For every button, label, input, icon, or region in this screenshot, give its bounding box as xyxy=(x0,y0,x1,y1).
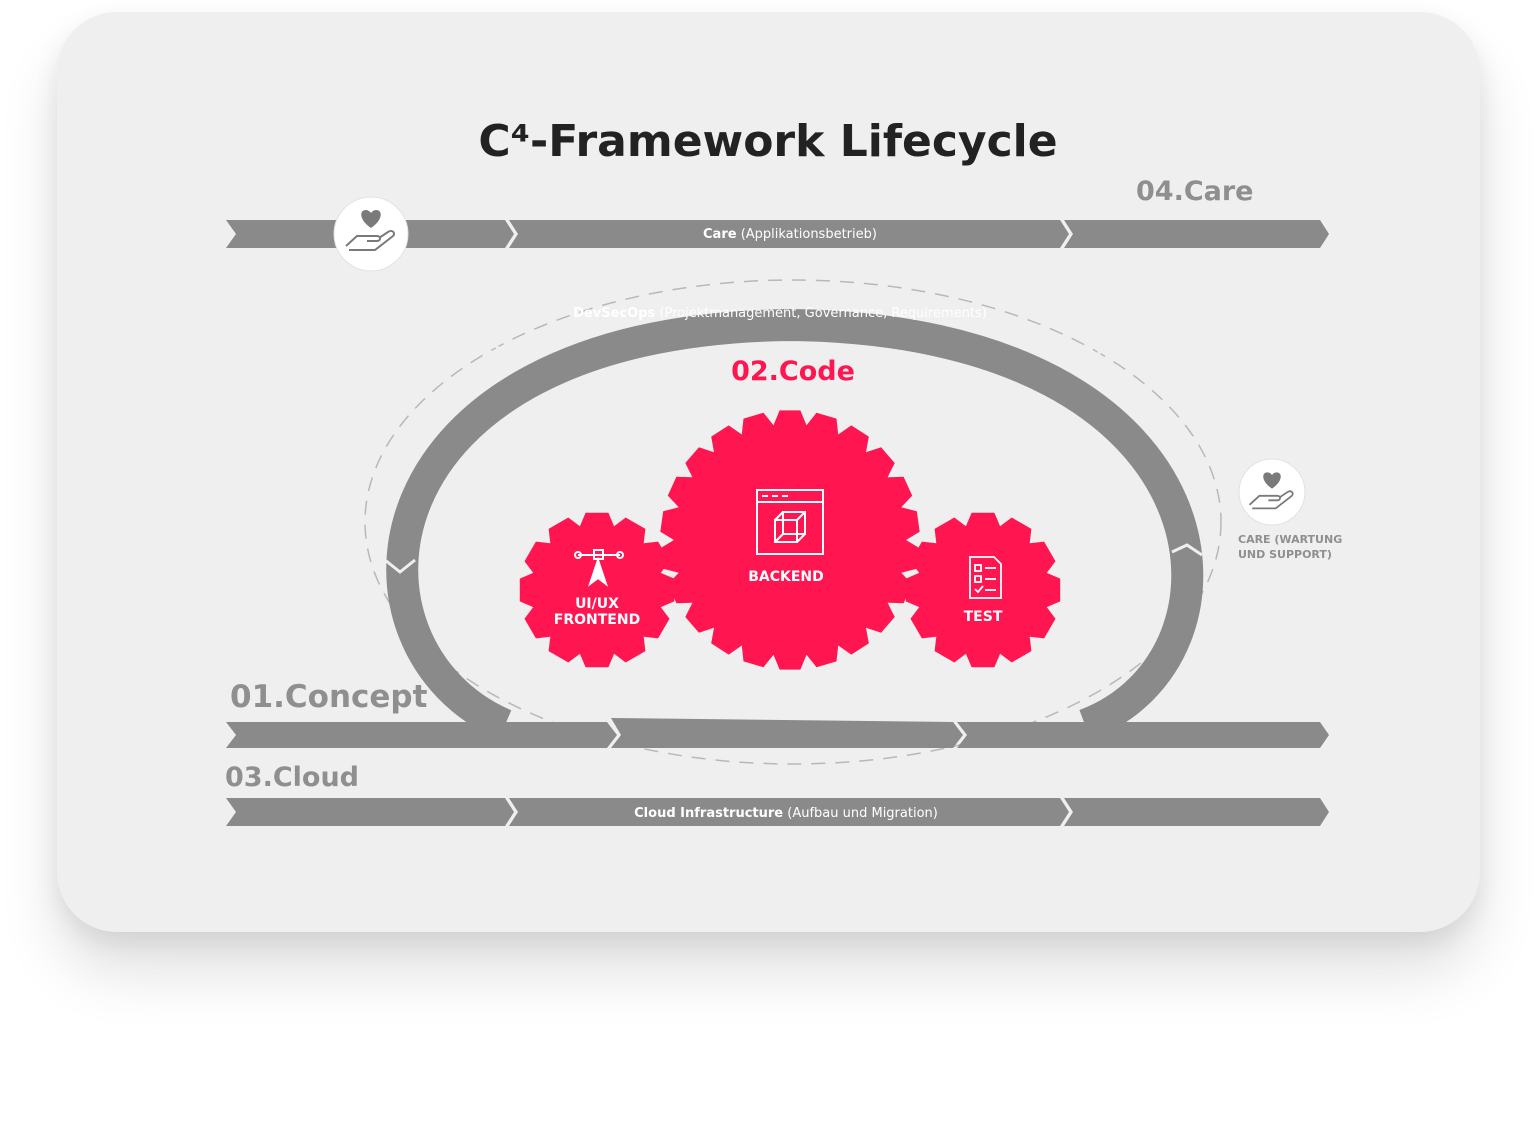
cube-window-icon xyxy=(756,489,824,555)
care-badge-line1: CARE (WARTUNG xyxy=(1238,533,1342,546)
vector-pen-icon xyxy=(574,549,624,587)
care-band-label: Care (Applikationsbetrieb) xyxy=(703,227,877,242)
gear-test-label: TEST xyxy=(964,609,1003,625)
care-badge-top xyxy=(333,196,409,272)
cloud-band xyxy=(226,798,1329,826)
gear-frontend-line2: FRONTEND xyxy=(554,612,640,628)
gear-shape xyxy=(660,410,920,670)
gear-shape xyxy=(519,512,675,668)
phase-care-label: 04.Care xyxy=(1136,176,1254,207)
phase-cloud-label: 03.Cloud xyxy=(225,762,359,793)
concept-band xyxy=(226,718,1329,748)
care-badge-line2: UND SUPPORT) xyxy=(1238,548,1332,561)
cloud-band-label: Cloud Infrastructure (Aufbau und Migrati… xyxy=(634,806,938,821)
phase-concept-label: 01.Concept xyxy=(230,679,428,715)
cycle-dashed-outline xyxy=(364,279,1222,765)
gear-backend-label: BACKEND xyxy=(748,569,824,585)
devsecops-band-label: DevSecOps (Projektmanagement, Governance… xyxy=(573,306,987,321)
gear-backend: BACKEND xyxy=(660,410,920,670)
heart-hand-icon xyxy=(1248,472,1294,510)
diagram-title: C⁴-Framework Lifecycle xyxy=(478,116,1057,167)
checklist-icon xyxy=(969,556,1002,599)
heart-hand-icon xyxy=(345,210,396,251)
care-badge-right: CARE (WARTUNG UND SUPPORT) xyxy=(1238,458,1342,561)
gear-frontend-line1: UI/UX xyxy=(575,596,619,612)
phase-code-label: 02.Code xyxy=(731,356,855,387)
gear-shape xyxy=(905,512,1061,668)
devsecops-loop xyxy=(386,308,1204,740)
gear-frontend: UI/UX FRONTEND xyxy=(519,512,675,668)
gear-test: TEST xyxy=(905,512,1061,668)
